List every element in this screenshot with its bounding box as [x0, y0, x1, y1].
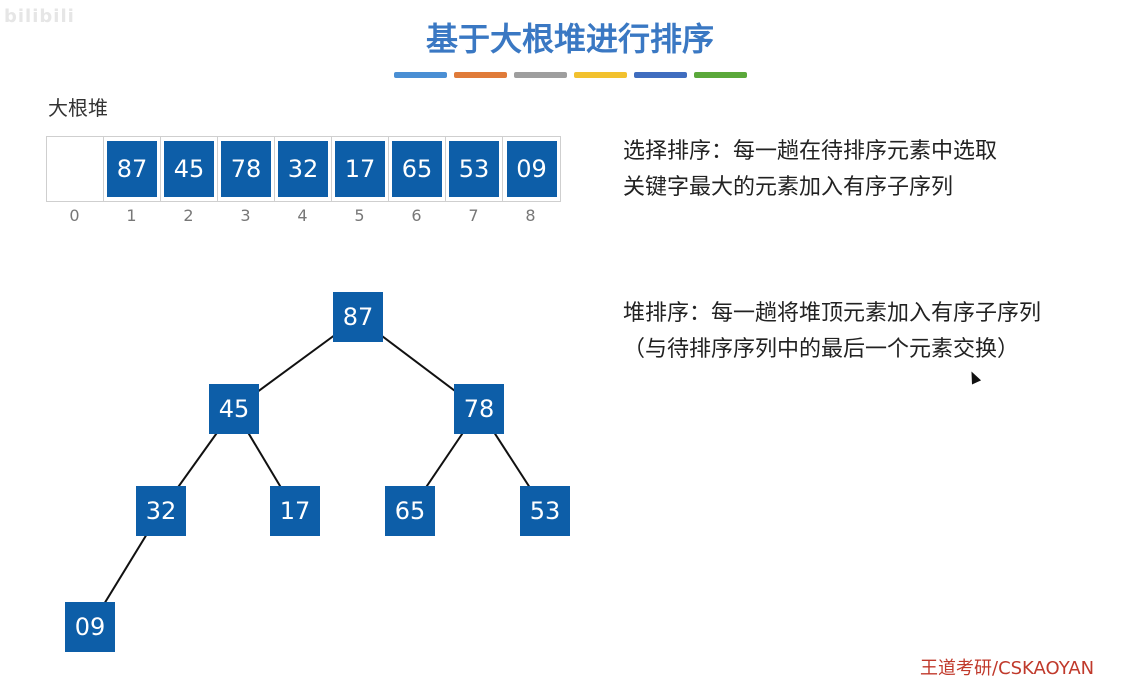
tree-node-45: 45: [209, 384, 259, 434]
array-index: 2: [183, 206, 194, 225]
selection-sort-line2: 关键字最大的元素加入有序子序列: [623, 175, 954, 200]
array-cell-7: 53: [446, 137, 503, 201]
selection-sort-line1: 选择排序：每一趟在待排序元素中选取: [623, 139, 998, 164]
color-bar-1: [394, 72, 447, 78]
array-cell-1: 87: [104, 137, 161, 201]
tree-node-09: 09: [65, 602, 115, 652]
array-index: 6: [411, 206, 422, 225]
array-cell-0: [47, 137, 104, 201]
color-bar-4: [574, 72, 627, 78]
array-cell-8: 09: [503, 137, 560, 201]
heap-sort-line2: （与待排序序列中的最后一个元素交换）: [623, 337, 1020, 362]
array-value-4: 32: [278, 141, 328, 197]
color-bar-6: [694, 72, 747, 78]
array-index: 3: [240, 206, 251, 225]
heap-array: 87 45 78 32 17 65 53 09: [46, 136, 561, 202]
array-value-5: 17: [335, 141, 385, 197]
tree-node-53: 53: [520, 486, 570, 536]
array-index: 4: [297, 206, 308, 225]
heap-label: 大根堆: [48, 96, 108, 120]
array-cell-4: 32: [275, 137, 332, 201]
array-index: 1: [126, 206, 137, 225]
color-bar-2: [454, 72, 507, 78]
tree-node-32: 32: [136, 486, 186, 536]
tree-node-65: 65: [385, 486, 435, 536]
bilibili-watermark: bilibili: [4, 6, 75, 27]
array-value-7: 53: [449, 141, 499, 197]
heap-sort-line1: 堆排序：每一趟将堆顶元素加入有序子序列: [623, 301, 1042, 326]
selection-sort-description: 选择排序：每一趟在待排序元素中选取 关键字最大的元素加入有序子序列: [623, 134, 997, 206]
heap-sort-description: 堆排序：每一趟将堆顶元素加入有序子序列 （与待排序序列中的最后一个元素交换）: [623, 296, 1041, 368]
array-value-3: 78: [221, 141, 271, 197]
array-index: 0: [69, 206, 80, 225]
array-value-8: 09: [506, 141, 557, 197]
page-title: 基于大根堆进行排序: [425, 20, 714, 58]
color-bar-5: [634, 72, 687, 78]
array-cell-6: 65: [389, 137, 446, 201]
array-value-2: 45: [164, 141, 214, 197]
tree-node-17: 17: [270, 486, 320, 536]
array-indices: 0 1 2 3 4 5 6 7 8: [46, 206, 559, 225]
array-index: 8: [525, 206, 536, 225]
array-index: 7: [468, 206, 479, 225]
color-bar-3: [514, 72, 567, 78]
tree-node-78: 78: [454, 384, 504, 434]
tree-node-87: 87: [333, 292, 383, 342]
array-cell-2: 45: [161, 137, 218, 201]
array-value-1: 87: [107, 141, 157, 197]
array-index: 5: [354, 206, 365, 225]
array-value-6: 65: [392, 141, 442, 197]
array-cell-5: 17: [332, 137, 389, 201]
cskaoyan-watermark: 王道考研/CSKAOYAN: [920, 658, 1095, 679]
array-cell-3: 78: [218, 137, 275, 201]
